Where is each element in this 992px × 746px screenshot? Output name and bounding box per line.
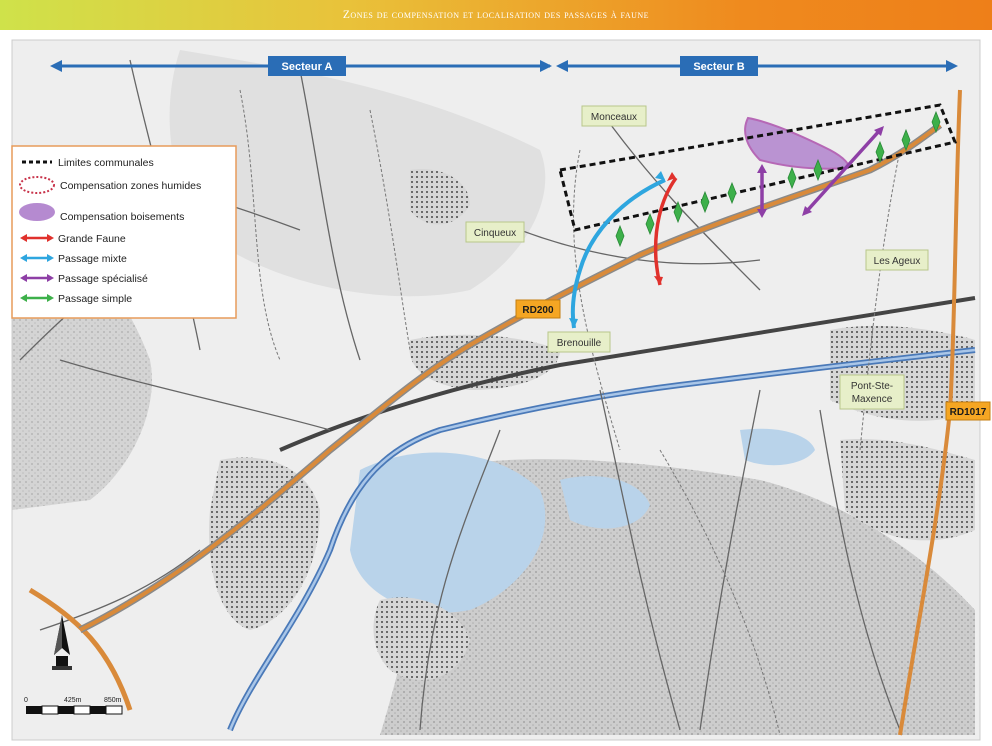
passage-mixte-head-top [655, 171, 665, 180]
passage-simple-8 [875, 140, 885, 164]
sector-a-arrow-left [50, 60, 62, 72]
legend-box [11, 145, 237, 319]
label-rd200: RD200 [522, 305, 554, 316]
lake-east [740, 428, 815, 466]
label-brenouille: Brenouille [557, 338, 602, 349]
commune-boundaries [239, 89, 901, 736]
sector-b-arrow-right [946, 60, 958, 72]
passage-simple-3 [673, 200, 683, 224]
label-pont-ste-maxence-bg [839, 374, 905, 410]
passages-specialises [760, 128, 882, 214]
forest-north [169, 50, 546, 297]
label-les-ageux-bg [865, 249, 929, 271]
label-monceaux-bg [581, 105, 647, 127]
legend-zones-humides: Compensation zones humides [60, 180, 201, 192]
road-labels: RD200 RD1017 [515, 299, 991, 421]
legend-limites: Limites communales [58, 157, 154, 169]
scale-end: 850m [104, 697, 122, 704]
passage-simple-1 [615, 224, 625, 248]
north-arrow-icon [52, 615, 72, 670]
label-pont-ste-maxence-line1: Pont-Ste- [851, 381, 893, 392]
passage-simple-5 [727, 181, 737, 205]
passages-simples [615, 110, 941, 248]
sector-b-arrow-left [556, 60, 568, 72]
legend-boisements: Compensation boisements [60, 211, 184, 223]
town-villers [209, 457, 320, 630]
label-pont-ste-maxence-line2: Maxence [852, 394, 893, 405]
town-south [373, 597, 470, 680]
passage-mixte-arrow [570, 178, 666, 329]
town-cinqueux-center [410, 169, 470, 225]
legend-grande-faune: Grande Faune [58, 233, 126, 245]
legend-passage-simple: Passage simple [58, 293, 132, 305]
sector-b-label: Secteur B [693, 61, 744, 73]
label-rd1017: RD1017 [950, 407, 987, 418]
label-cinqueux-bg [465, 221, 525, 243]
legend: Limites communales Compensation zones hu… [11, 145, 237, 319]
passage-simple-9 [901, 128, 911, 152]
sector-a-arrow-right [540, 60, 552, 72]
passage-specialise-2 [804, 128, 882, 214]
passage-simple-6 [787, 166, 797, 190]
passage-simple-2 [645, 212, 655, 236]
passage-simple-4 [700, 190, 710, 214]
scale-mid: 425m [64, 697, 82, 704]
sector-a-label: Secteur A [282, 61, 333, 73]
scale-zero: 0 [24, 697, 28, 704]
title-bar [0, 0, 992, 30]
sector-a-badge [268, 56, 346, 76]
town-brenouille [409, 334, 560, 390]
legend-passage-specialise: Passage spécialisé [58, 273, 148, 285]
passage-simple-10 [931, 110, 941, 134]
label-rd1017-bg [945, 401, 991, 421]
label-brenouille-bg [547, 331, 611, 353]
lake-big [350, 452, 546, 613]
legend-passage-mixte: Passage mixte [58, 253, 127, 265]
grande-faune-head-top [667, 172, 676, 181]
map-canvas[interactable]: Secteur A Secteur B Monceaux Cinqueux Le… [0, 30, 992, 746]
grande-faune-head-bottom [654, 276, 663, 285]
place-labels: Monceaux Cinqueux Les Ageux Brenouille P… [465, 105, 929, 410]
passage-simple-7 [813, 158, 823, 182]
passage-mixte-head-bottom [569, 318, 578, 328]
scale-bar-icon: 0 425m 850m [24, 697, 123, 715]
sector-labels: Secteur A Secteur B [268, 56, 758, 76]
label-les-ageux: Les Ageux [874, 256, 921, 267]
town-pont-ste-maxence [840, 439, 975, 541]
label-cinqueux: Cinqueux [474, 228, 516, 239]
road-rd1017-west [28, 587, 133, 711]
label-rd200-bg [515, 299, 561, 319]
sector-b-badge [680, 56, 758, 76]
river-inner [228, 348, 976, 731]
legend-boisements-swatch [19, 203, 55, 221]
passages-specialises-heads [757, 126, 884, 218]
limites-communales-outline [558, 103, 958, 232]
page-title: Zones de compensation et localisation de… [342, 9, 650, 21]
label-monceaux: Monceaux [591, 112, 637, 123]
legend-zones-humides-swatch [19, 176, 55, 194]
